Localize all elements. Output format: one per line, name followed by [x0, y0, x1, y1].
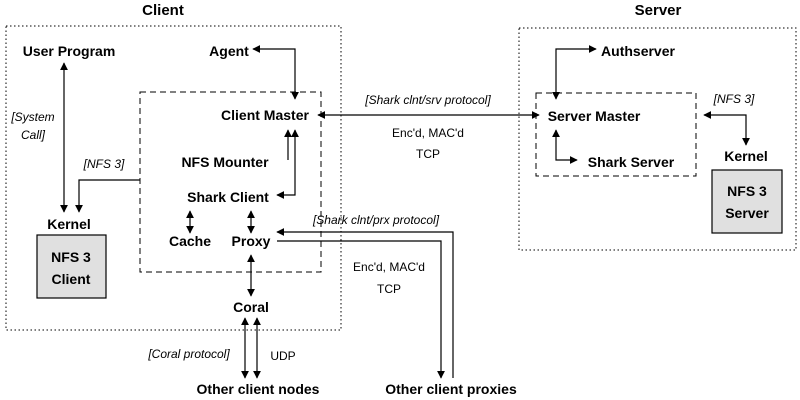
server-nfs3-label: [NFS 3]	[713, 92, 755, 106]
authserver-server-master-arrow	[552, 45, 597, 100]
shark-prx-protocol-label: [Shark clnt/prx protocol]	[312, 213, 440, 227]
kernel-nfs-mount-arrow	[75, 179, 140, 213]
other-client-proxies-node: Other client proxies	[385, 381, 517, 397]
proxy-node: Proxy	[232, 233, 271, 249]
srv-encryption-label: Enc'd, MAC'd	[392, 126, 464, 140]
client-nfs3-label: [NFS 3]	[83, 157, 125, 171]
nfs3-client-line1: NFS 3	[51, 249, 91, 265]
client-master-node: Client Master	[221, 107, 309, 123]
client-kernel-label: Kernel	[47, 216, 91, 232]
other-client-nodes-node: Other client nodes	[197, 381, 320, 397]
agent-client-master-arrow	[252, 45, 299, 100]
server-master-node: Server Master	[548, 108, 641, 124]
proxy-outgoing-arrow	[277, 240, 445, 379]
nfs3-client-line2: Client	[52, 271, 91, 287]
proxy-incoming-arrow	[276, 228, 454, 378]
srv-tcp-label: TCP	[416, 147, 440, 161]
server-title: Server	[635, 2, 682, 19]
client-master-shark-client-arrow	[276, 129, 299, 199]
shark-server-node: Shark Server	[588, 154, 675, 170]
shark-client-node: Shark Client	[187, 189, 269, 205]
authserver-node: Authserver	[601, 43, 675, 59]
cache-node: Cache	[169, 233, 211, 249]
server-kernel-label: Kernel	[724, 148, 768, 164]
server-master-shark-server-arrow	[552, 129, 578, 164]
server-region-box	[518, 27, 797, 251]
coral-protocol-label: [Coral protocol]	[147, 347, 230, 361]
system-call-label-line2: Call]	[21, 128, 46, 142]
shark-srv-protocol-label: [Shark clnt/srv protocol]	[364, 93, 491, 107]
user-program-node: User Program	[23, 43, 116, 59]
nfs3-server-line1: NFS 3	[727, 183, 767, 199]
nfs3-server-line2: Server	[725, 205, 769, 221]
prx-tcp-label: TCP	[377, 282, 401, 296]
coral-node: Coral	[233, 299, 269, 315]
nfs3-client-box	[36, 234, 107, 299]
nfs3-server-box	[711, 169, 783, 234]
system-call-label-line1: [System	[10, 110, 54, 124]
client-title: Client	[142, 2, 184, 19]
agent-node: Agent	[209, 43, 249, 59]
server-master-kernel-arrow	[703, 111, 750, 146]
nfs-mounter-node: NFS Mounter	[181, 154, 269, 170]
client-component-box	[139, 91, 322, 273]
prx-encryption-label: Enc'd, MAC'd	[353, 260, 425, 274]
udp-label: UDP	[270, 349, 295, 363]
server-component-box	[535, 92, 697, 177]
